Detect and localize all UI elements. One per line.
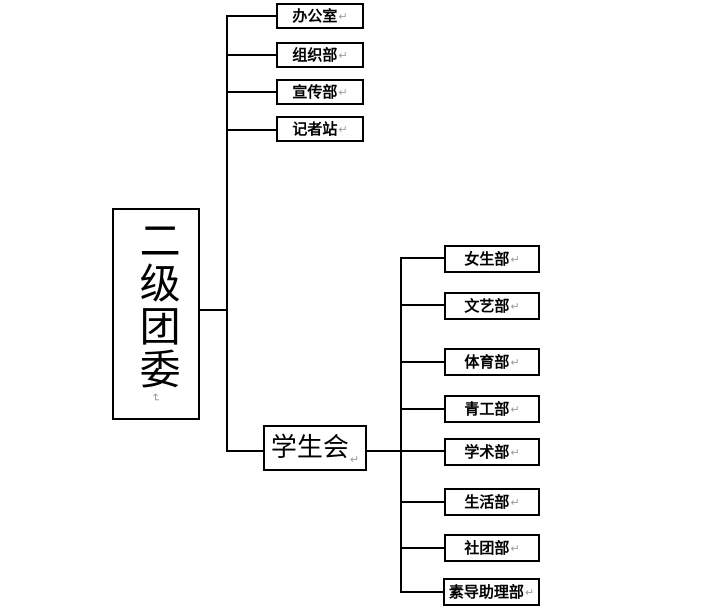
paragraph-mark-icon: ↵ [338, 9, 348, 23]
connector-stub-sports [400, 361, 446, 363]
paragraph-mark-icon: ↵ [338, 85, 348, 99]
node-organization-department[interactable]: 组织部 ↵ [276, 42, 364, 68]
node-root-label: 二级团委 [132, 219, 181, 391]
node-student-union[interactable]: 学生会 ↵ [263, 425, 367, 471]
node-living-department[interactable]: 生活部 ↵ [444, 488, 540, 516]
connector-stub-press [226, 129, 278, 131]
connector-stub-organization [226, 54, 278, 56]
connector-student-union-to-trunk [365, 450, 402, 452]
node-propaganda-department-label: 宣传部 [292, 82, 338, 101]
node-organization-department-label: 组织部 [292, 45, 338, 64]
connector-student-union-trunk-vertical [400, 257, 402, 592]
node-press-station-label: 记者站 [292, 119, 338, 138]
connector-root-to-trunk [200, 309, 228, 311]
paragraph-mark-icon: ↵ [510, 541, 520, 555]
paragraph-mark-icon: ↵ [510, 445, 520, 459]
node-girls-department-label: 女生部 [464, 249, 510, 268]
connector-stub-academic [400, 450, 446, 452]
node-academic-department-label: 学术部 [464, 442, 510, 461]
node-club-department-label: 社团部 [464, 538, 510, 557]
node-sports-department-label: 体育部 [464, 352, 510, 371]
node-living-department-label: 生活部 [464, 492, 510, 511]
connector-root-trunk-vertical [226, 16, 228, 452]
connector-stub-propaganda [226, 91, 278, 93]
paragraph-mark-icon: ↵ [510, 252, 520, 266]
node-mentor-assistant-department-label: 素导助理部 [448, 582, 524, 601]
node-mentor-assistant-department[interactable]: 素导助理部 ↵ [443, 578, 540, 606]
node-press-station[interactable]: 记者站 ↵ [276, 116, 364, 142]
node-arts-department[interactable]: 文艺部 ↵ [444, 292, 540, 320]
connector-stub-student-union [226, 450, 265, 452]
node-arts-department-label: 文艺部 [464, 296, 510, 315]
paragraph-mark-icon: ↵ [510, 299, 520, 313]
node-office-label: 办公室 [292, 6, 338, 25]
connector-stub-girls [400, 257, 446, 259]
paragraph-mark-icon: ↵ [349, 453, 360, 466]
connector-stub-mentor-assistant [400, 591, 445, 593]
node-youth-work-department-label: 青工部 [464, 399, 510, 418]
node-propaganda-department[interactable]: 宣传部 ↵ [276, 79, 364, 105]
paragraph-mark-icon: ↵ [510, 402, 520, 416]
node-sports-department[interactable]: 体育部 ↵ [444, 348, 540, 376]
paragraph-mark-icon: ↵ [338, 48, 348, 62]
paragraph-mark-icon: ↵ [524, 585, 535, 599]
node-student-union-label: 学生会 [270, 433, 349, 463]
connector-stub-arts [400, 304, 446, 306]
node-girls-department[interactable]: 女生部 ↵ [444, 245, 540, 273]
connector-stub-youth-work [400, 408, 446, 410]
node-office[interactable]: 办公室 ↵ [276, 3, 364, 29]
node-academic-department[interactable]: 学术部 ↵ [444, 438, 540, 466]
connector-stub-living [400, 501, 446, 503]
connector-stub-club [400, 547, 446, 549]
paragraph-mark-icon: ↵ [149, 392, 163, 403]
paragraph-mark-icon: ↵ [510, 355, 520, 369]
paragraph-mark-icon: ↵ [510, 495, 520, 509]
node-club-department[interactable]: 社团部 ↵ [444, 534, 540, 562]
paragraph-mark-icon: ↵ [338, 122, 348, 136]
connector-stub-office [226, 15, 278, 17]
node-youth-work-department[interactable]: 青工部 ↵ [444, 395, 540, 423]
node-root-youth-league-committee[interactable]: 二级团委 ↵ [112, 208, 200, 420]
